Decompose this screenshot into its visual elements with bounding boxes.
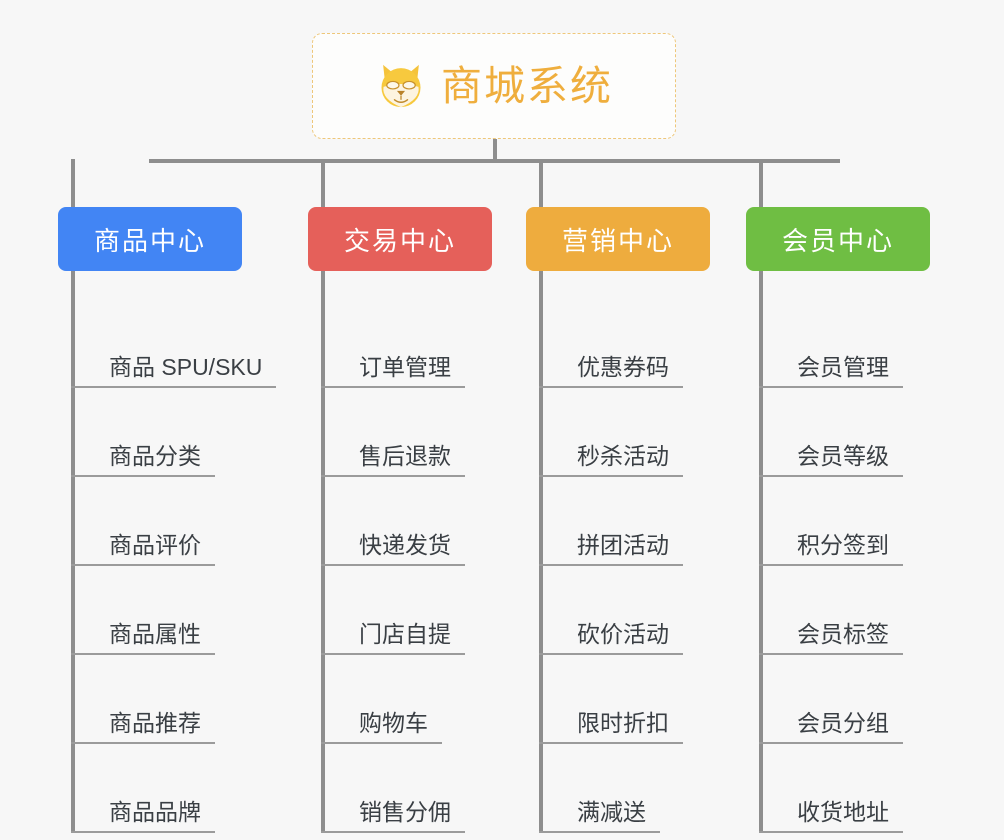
- leaf-item[interactable]: 满减送: [539, 744, 660, 833]
- column-spine-member-center: [759, 271, 763, 833]
- leaf-item-label: 快递发货: [321, 532, 465, 566]
- leaf-item[interactable]: 收货地址: [759, 744, 903, 833]
- leaf-item[interactable]: 商品分类: [71, 388, 215, 477]
- shiba-dog-icon: [381, 64, 421, 109]
- leaf-item-label: 满减送: [539, 799, 660, 833]
- leaf-item-label: 商品属性: [71, 621, 215, 655]
- connector-root-stem: [493, 139, 497, 162]
- leaf-item[interactable]: 会员等级: [759, 388, 903, 477]
- category-header-marketing-center[interactable]: 营销中心: [526, 207, 710, 271]
- leaf-item-label: 商品分类: [71, 443, 215, 477]
- leaf-item-label: 会员等级: [759, 443, 903, 477]
- leaf-item[interactable]: 销售分佣: [321, 744, 465, 833]
- leaf-item[interactable]: 商品 SPU/SKU: [71, 299, 277, 388]
- connector-drop-marketing-center: [539, 159, 543, 207]
- leaf-item[interactable]: 商品推荐: [71, 655, 215, 744]
- category-header-product-center[interactable]: 商品中心: [58, 207, 242, 271]
- leaf-item[interactable]: 购物车: [321, 655, 442, 744]
- connector-drop-trade-center: [321, 159, 325, 207]
- leaf-item-label: 砍价活动: [539, 621, 683, 655]
- leaf-item-label: 优惠券码: [539, 354, 683, 388]
- category-header-member-center[interactable]: 会员中心: [746, 207, 930, 271]
- connector-horizontal-bar: [149, 159, 840, 163]
- leaf-item[interactable]: 优惠券码: [539, 299, 683, 388]
- leaf-item-label: 会员标签: [759, 621, 903, 655]
- leaf-item[interactable]: 商品属性: [71, 566, 215, 655]
- root-node[interactable]: 商城系统: [312, 33, 676, 139]
- leaf-item[interactable]: 会员管理: [759, 299, 903, 388]
- leaf-item-label: 商品 SPU/SKU: [71, 354, 277, 388]
- leaf-item[interactable]: 砍价活动: [539, 566, 683, 655]
- leaf-item-label: 秒杀活动: [539, 443, 683, 477]
- column-spine-marketing-center: [539, 271, 543, 833]
- leaf-item-label: 购物车: [321, 710, 442, 744]
- leaf-item[interactable]: 商品品牌: [71, 744, 215, 833]
- leaf-item-label: 门店自提: [321, 621, 465, 655]
- leaf-item[interactable]: 拼团活动: [539, 477, 683, 566]
- connector-drop-member-center: [759, 159, 763, 207]
- leaf-item-label: 会员分组: [759, 710, 903, 744]
- leaf-item-label: 拼团活动: [539, 532, 683, 566]
- leaf-item-label: 收货地址: [759, 799, 903, 833]
- leaf-item[interactable]: 会员标签: [759, 566, 903, 655]
- leaf-item-label: 订单管理: [321, 354, 465, 388]
- leaf-item[interactable]: 商品评价: [71, 477, 215, 566]
- root-title: 商城系统: [441, 62, 613, 109]
- leaf-item-label: 会员管理: [759, 354, 903, 388]
- leaf-item-label: 积分签到: [759, 532, 903, 566]
- leaf-item[interactable]: 订单管理: [321, 299, 465, 388]
- column-spine-product-center: [71, 271, 75, 833]
- leaf-item-label: 商品品牌: [71, 799, 215, 833]
- leaf-item[interactable]: 秒杀活动: [539, 388, 683, 477]
- leaf-item[interactable]: 门店自提: [321, 566, 465, 655]
- column-spine-trade-center: [321, 271, 325, 833]
- leaf-item-label: 商品评价: [71, 532, 215, 566]
- leaf-item-label: 销售分佣: [321, 799, 465, 833]
- leaf-item[interactable]: 限时折扣: [539, 655, 683, 744]
- leaf-item-label: 售后退款: [321, 443, 465, 477]
- category-header-trade-center[interactable]: 交易中心: [308, 207, 492, 271]
- leaf-item-label: 限时折扣: [539, 710, 683, 744]
- connector-drop-product-center: [71, 159, 75, 207]
- leaf-item[interactable]: 积分签到: [759, 477, 903, 566]
- leaf-item[interactable]: 售后退款: [321, 388, 465, 477]
- leaf-item[interactable]: 快递发货: [321, 477, 465, 566]
- leaf-item[interactable]: 会员分组: [759, 655, 903, 744]
- leaf-item-label: 商品推荐: [71, 710, 215, 744]
